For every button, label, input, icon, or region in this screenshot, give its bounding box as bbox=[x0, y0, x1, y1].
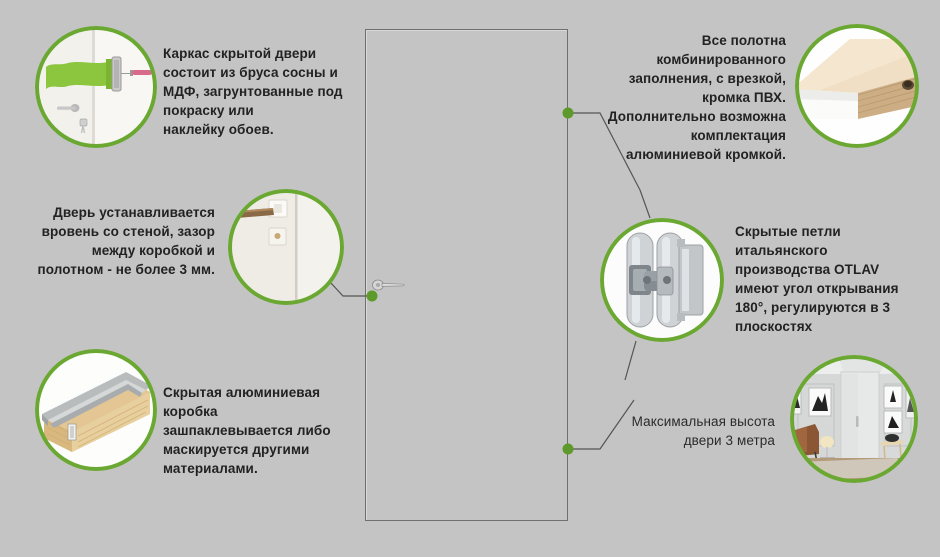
callout-image-hinges bbox=[600, 218, 724, 342]
callout-image-max-height bbox=[790, 355, 918, 483]
callout-image-frame bbox=[35, 26, 157, 148]
callout-text-aluminium-frame: Скрытая алюминиевая коробка зашпаклевыва… bbox=[163, 385, 331, 476]
callout-image-aluminium-frame bbox=[35, 349, 157, 471]
door-outline bbox=[365, 29, 568, 521]
paint-roller-on-door-photo bbox=[38, 29, 154, 145]
otlav-concealed-hinge-photo bbox=[603, 221, 721, 339]
door-leaf-edge-cross-section-photo bbox=[798, 27, 916, 145]
interior-room-with-hidden-door-photo bbox=[793, 358, 915, 480]
callout-text-frame: Каркас скрытой двери состоит из бруса со… bbox=[163, 46, 343, 137]
aluminium-door-frame-profile-photo bbox=[38, 352, 154, 468]
door-handle-closeup-photo bbox=[231, 192, 341, 302]
callout-text-flush-install: Дверь устанавливается вровень со стеной,… bbox=[37, 205, 215, 277]
callout-text-max-height: Максимальная высота двери 3 метра bbox=[631, 414, 775, 448]
door-handle-icon bbox=[372, 279, 406, 291]
callout-image-flush-install bbox=[228, 189, 344, 305]
callout-image-leaf-filling bbox=[795, 24, 919, 148]
callout-text-hinges: Скрытые петли итальянского производства … bbox=[735, 224, 899, 334]
callout-text-leaf-filling: Все полотна комбинированного заполнения,… bbox=[607, 33, 786, 162]
